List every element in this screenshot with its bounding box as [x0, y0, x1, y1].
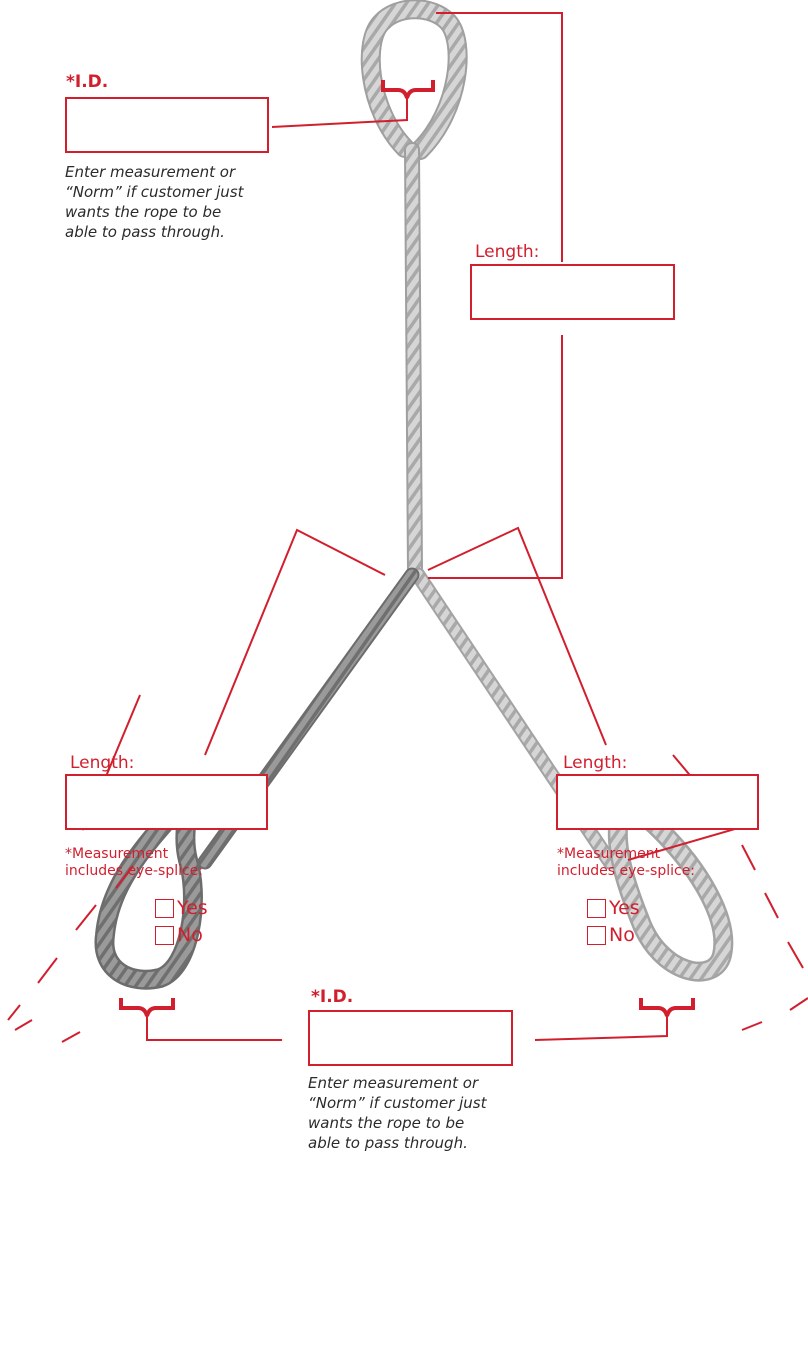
left-yes-option[interactable]: Yes — [155, 897, 208, 919]
main-length-input[interactable] — [470, 264, 675, 320]
bottom-id-note-line: able to pass through. — [308, 1134, 468, 1152]
left-measure-note-line: *Measurement — [65, 846, 169, 862]
top-id-note-line: wants the rope to be — [65, 203, 222, 221]
right-no-checkbox[interactable] — [587, 925, 606, 945]
left-yes-checkbox[interactable] — [155, 898, 174, 918]
bottom-id-input[interactable] — [308, 1010, 513, 1066]
top-id-note-line: able to pass through. — [65, 223, 225, 241]
right-measure-note-line: *Measurement — [557, 846, 661, 862]
main-length-label: Length: — [475, 242, 540, 262]
top-id-note: Enter measurement or “Norm” if customer … — [65, 162, 243, 242]
right-yes-checkbox[interactable] — [587, 898, 606, 918]
bottom-id-note-line: “Norm” if customer just — [308, 1094, 487, 1112]
left-no-label: No — [177, 924, 203, 946]
top-id-note-line: “Norm” if customer just — [65, 183, 244, 201]
top-id-input[interactable] — [65, 97, 269, 153]
right-no-label: No — [609, 924, 635, 946]
left-yes-label: Yes — [177, 897, 208, 919]
bottom-id-note-line: Enter measurement or — [308, 1074, 479, 1092]
top-id-label: *I.D. — [66, 72, 109, 92]
rope — [94, 0, 734, 990]
right-no-option[interactable]: No — [587, 924, 635, 946]
right-measure-note: *Measurement includes eye-splice: — [557, 846, 695, 880]
right-length-label: Length: — [563, 753, 628, 773]
left-measure-note: *Measurement includes eye-splice: — [65, 846, 203, 880]
bottom-id-label: *I.D. — [311, 987, 354, 1007]
right-yes-option[interactable]: Yes — [587, 897, 640, 919]
right-measure-note-line: includes eye-splice: — [557, 863, 696, 879]
left-length-label: Length: — [70, 753, 135, 773]
left-no-option[interactable]: No — [155, 924, 203, 946]
bottom-id-note: Enter measurement or “Norm” if customer … — [308, 1073, 486, 1153]
left-length-input[interactable] — [65, 774, 268, 830]
top-id-note-line: Enter measurement or — [65, 163, 236, 181]
right-yes-label: Yes — [609, 897, 640, 919]
left-measure-note-line: includes eye-splice: — [65, 863, 204, 879]
bottom-id-note-line: wants the rope to be — [308, 1114, 465, 1132]
left-no-checkbox[interactable] — [155, 925, 174, 945]
right-length-input[interactable] — [556, 774, 759, 830]
